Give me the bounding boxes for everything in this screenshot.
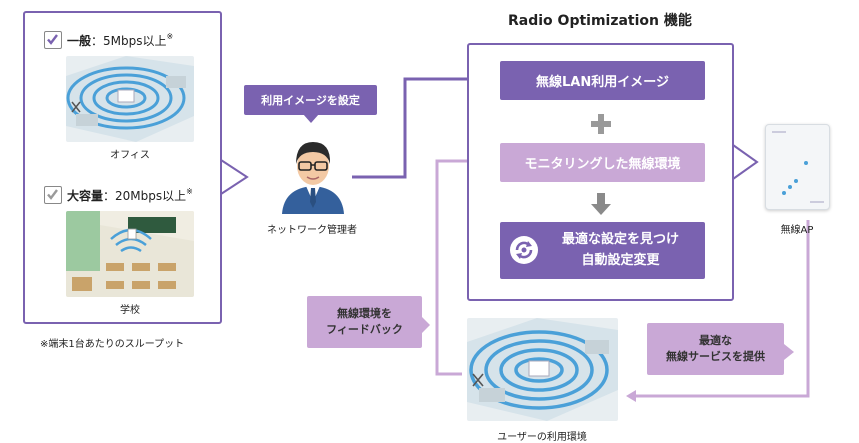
ap-led-icon bbox=[772, 131, 824, 203]
right-panel-pointer bbox=[732, 144, 759, 180]
user-environment-caption: ユーザーの利用環境 bbox=[497, 432, 587, 443]
left-panel-pointer bbox=[220, 159, 249, 195]
bubble-tail bbox=[303, 114, 319, 123]
office-illustration bbox=[66, 56, 194, 142]
feedback-connector bbox=[435, 159, 490, 376]
step-auto-configure-line2: 自動設定変更 bbox=[581, 252, 660, 268]
step-monitored-environment: モニタリングした無線環境 bbox=[500, 143, 705, 182]
checkmark-icon bbox=[47, 34, 58, 45]
admin-to-step1-connector bbox=[352, 77, 490, 179]
school-illustration bbox=[66, 211, 194, 297]
option-general-note-mark: ※ bbox=[166, 32, 174, 41]
option-general-name: 一般 bbox=[67, 34, 92, 48]
network-admin-icon bbox=[282, 142, 344, 214]
checkbox-general[interactable] bbox=[44, 31, 62, 49]
feedback-line1: 無線環境を bbox=[337, 306, 392, 320]
wireless-ap-caption: 無線AP bbox=[780, 225, 814, 236]
optimize-cycle-icon bbox=[510, 236, 538, 264]
option-high-capacity-note-mark: ※ bbox=[186, 187, 193, 196]
checkmark-icon bbox=[47, 189, 58, 200]
wireless-ap-device bbox=[765, 124, 830, 210]
service-line2: 無線サービスを提供 bbox=[666, 350, 765, 363]
office-caption: オフィス bbox=[110, 150, 150, 161]
step-auto-configure: 最適な設定を見つけ 自動設定変更 bbox=[500, 222, 705, 279]
feedback-line2: フィードバック bbox=[326, 323, 403, 336]
checkbox-high-capacity[interactable] bbox=[44, 186, 62, 204]
option-high-capacity-name: 大容量 bbox=[67, 189, 104, 203]
service-arrowhead bbox=[626, 390, 636, 402]
option-high-capacity-label: 大容量：20Mbps以上※ bbox=[67, 187, 193, 204]
option-general-speed: ：5Mbps以上 bbox=[91, 34, 167, 48]
service-pointer bbox=[784, 344, 794, 360]
service-box: 最適な 無線サービスを提供 bbox=[647, 323, 784, 375]
diagram-title: Radio Optimization 機能 bbox=[508, 13, 692, 29]
feedback-pointer bbox=[422, 317, 430, 333]
service-connector bbox=[636, 220, 810, 398]
service-line1: 最適な bbox=[699, 333, 732, 347]
throughput-footnote: ※端末1台あたりのスループット bbox=[40, 339, 185, 350]
step-wireless-lan-usage: 無線LAN利用イメージ bbox=[500, 61, 705, 100]
set-usage-image-bubble: 利用イメージを設定 bbox=[244, 85, 377, 115]
feedback-box: 無線環境を フィードバック bbox=[307, 296, 422, 348]
step-auto-configure-line1: 最適な設定を見つけ bbox=[561, 232, 679, 248]
option-general-label: 一般：5Mbps以上※ bbox=[67, 32, 173, 49]
network-admin-caption: ネットワーク管理者 bbox=[267, 225, 357, 236]
down-arrow-icon bbox=[591, 193, 611, 215]
user-environment-illustration bbox=[467, 318, 618, 421]
plus-icon bbox=[591, 114, 611, 134]
school-caption: 学校 bbox=[120, 305, 140, 316]
option-high-capacity-speed: ：20Mbps以上 bbox=[103, 189, 187, 203]
